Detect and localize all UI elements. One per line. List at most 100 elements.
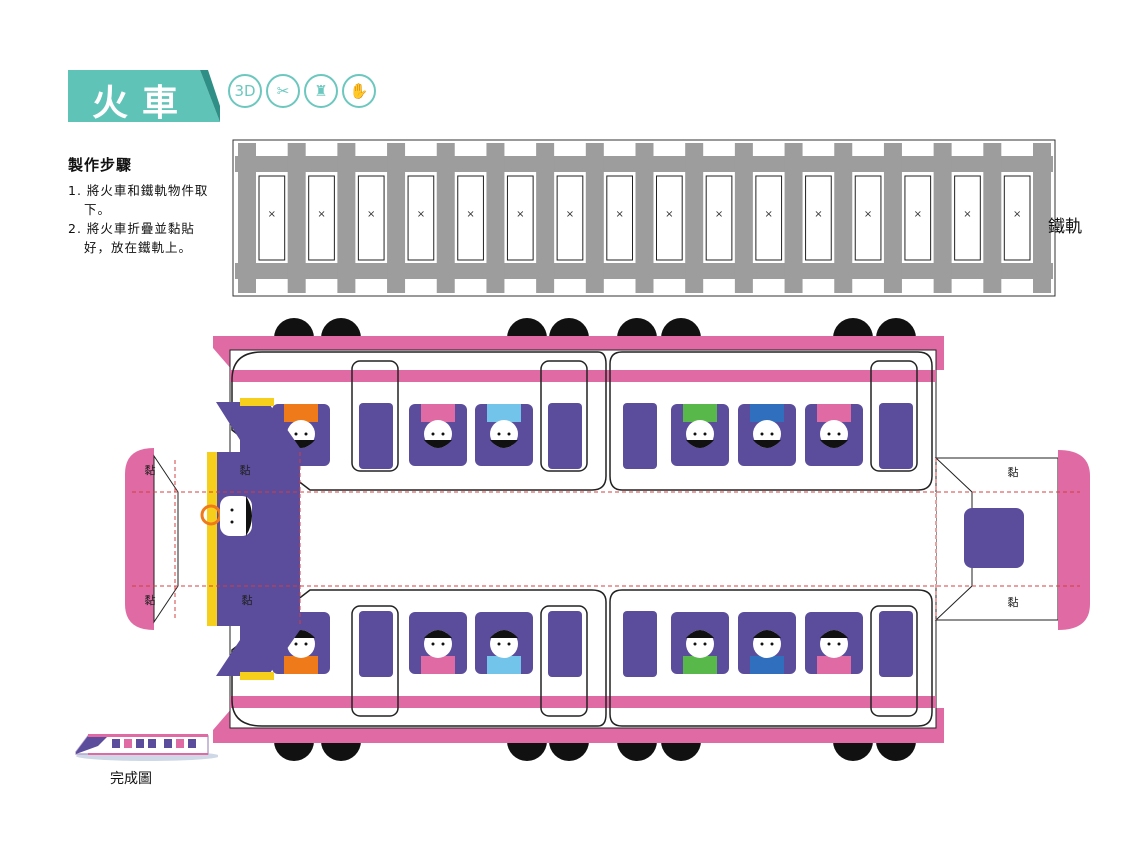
track-sleeper xyxy=(536,143,555,293)
cab-stripe-bottom xyxy=(240,672,274,680)
track-sleeper xyxy=(734,143,753,293)
window xyxy=(548,403,582,469)
3d-icon: 3D xyxy=(228,74,262,108)
passenger-eye xyxy=(507,432,511,436)
passenger-eye xyxy=(304,432,308,436)
window xyxy=(623,403,657,469)
driver-eye xyxy=(230,508,234,512)
track-sleeper xyxy=(287,143,306,293)
cut-mark: × xyxy=(367,209,375,220)
driver-eye xyxy=(230,520,234,524)
track-slot xyxy=(407,175,435,261)
track-sleeper xyxy=(685,143,704,293)
track-slot xyxy=(457,175,484,261)
cut-mark: × xyxy=(566,209,574,220)
finished-train-preview xyxy=(75,734,218,761)
door-outline xyxy=(351,605,399,717)
track-slot xyxy=(1003,175,1031,261)
track-slot xyxy=(308,175,335,261)
track-cutout: ×××××××××××××××× xyxy=(232,139,1056,297)
passenger-shirt xyxy=(487,404,521,422)
passenger-hair xyxy=(490,630,518,638)
passenger-eye xyxy=(431,642,435,646)
track-sleeper xyxy=(784,143,803,293)
cut-mark: × xyxy=(466,209,474,220)
glue-label: 黏 xyxy=(240,463,251,477)
passenger-hair xyxy=(753,440,781,448)
roof-band-bottom xyxy=(230,696,936,708)
glue-label: 黏 xyxy=(145,593,156,607)
passenger-shirt xyxy=(421,656,455,674)
front-glue-flap xyxy=(153,454,179,624)
track-slot xyxy=(506,175,534,261)
track-sleeper xyxy=(585,143,604,293)
instructions-heading: 製作步驟 xyxy=(68,156,133,174)
track-slot xyxy=(656,175,683,261)
cut-mark: × xyxy=(317,209,325,220)
car-outline xyxy=(609,351,933,491)
track-sleeper xyxy=(387,143,406,293)
page-title: 火車 xyxy=(92,83,193,124)
cut-mark: × xyxy=(715,209,723,220)
passenger-eye xyxy=(497,432,501,436)
passenger-shirt xyxy=(487,656,521,674)
cut-mark: × xyxy=(615,209,623,220)
passenger-shirt xyxy=(421,404,455,422)
front-end-cap xyxy=(125,448,154,630)
preview-caption: 完成圖 xyxy=(110,771,152,787)
glue-label: 黏 xyxy=(145,463,156,477)
car-outline xyxy=(231,351,607,491)
window xyxy=(548,611,582,677)
rear-end-cap xyxy=(1058,450,1090,630)
cut-mark: × xyxy=(268,209,276,220)
track-slot xyxy=(904,175,932,261)
passenger-eye xyxy=(507,642,511,646)
door-outline xyxy=(540,605,588,717)
driver-hair xyxy=(246,496,252,536)
track-slot xyxy=(805,175,832,261)
track-slot xyxy=(606,175,633,261)
instruction-step-1: 1. 將火車和鐵軌物件取下。 xyxy=(68,183,209,217)
roof-band-top xyxy=(230,370,936,382)
passenger-eye xyxy=(770,432,774,436)
cut-mark: × xyxy=(665,209,673,220)
passenger-eye xyxy=(827,642,831,646)
track-slot xyxy=(258,175,286,261)
passenger-hair xyxy=(424,630,452,638)
passenger-eye xyxy=(837,642,841,646)
glue-label: 黏 xyxy=(1008,595,1019,609)
track-sleeper xyxy=(337,143,356,293)
passenger-eye xyxy=(431,432,435,436)
passenger-eye xyxy=(703,642,707,646)
cut-mark: × xyxy=(765,209,773,220)
passenger-shirt xyxy=(750,404,784,422)
cut-mark: × xyxy=(516,209,524,220)
window xyxy=(359,403,393,469)
tool-icons: 3D ✂ ♜ ✋ xyxy=(228,74,376,108)
passenger-hair xyxy=(490,440,518,448)
cut-mark: × xyxy=(914,209,922,220)
car-outline xyxy=(231,589,607,727)
track-slot xyxy=(854,175,882,261)
passenger-shirt xyxy=(683,656,717,674)
passenger-shirt xyxy=(750,656,784,674)
passenger-eye xyxy=(827,432,831,436)
passenger-eye xyxy=(304,642,308,646)
window xyxy=(879,611,913,677)
passenger-eye xyxy=(441,642,445,646)
cab-stripe-top xyxy=(240,398,274,406)
track-sleeper xyxy=(635,143,654,293)
cut-mark: × xyxy=(864,209,872,220)
title-banner: 火車 xyxy=(68,70,220,124)
passenger-eye xyxy=(760,642,764,646)
track-slot xyxy=(556,175,584,261)
track-slot xyxy=(755,175,783,261)
passenger-hair xyxy=(424,440,452,448)
track-sleeper xyxy=(1033,143,1051,293)
passenger-eye xyxy=(760,432,764,436)
passenger-shirt xyxy=(817,404,851,422)
cab-front xyxy=(207,452,277,626)
passenger-eye xyxy=(837,432,841,436)
cut-mark: × xyxy=(1013,209,1021,220)
